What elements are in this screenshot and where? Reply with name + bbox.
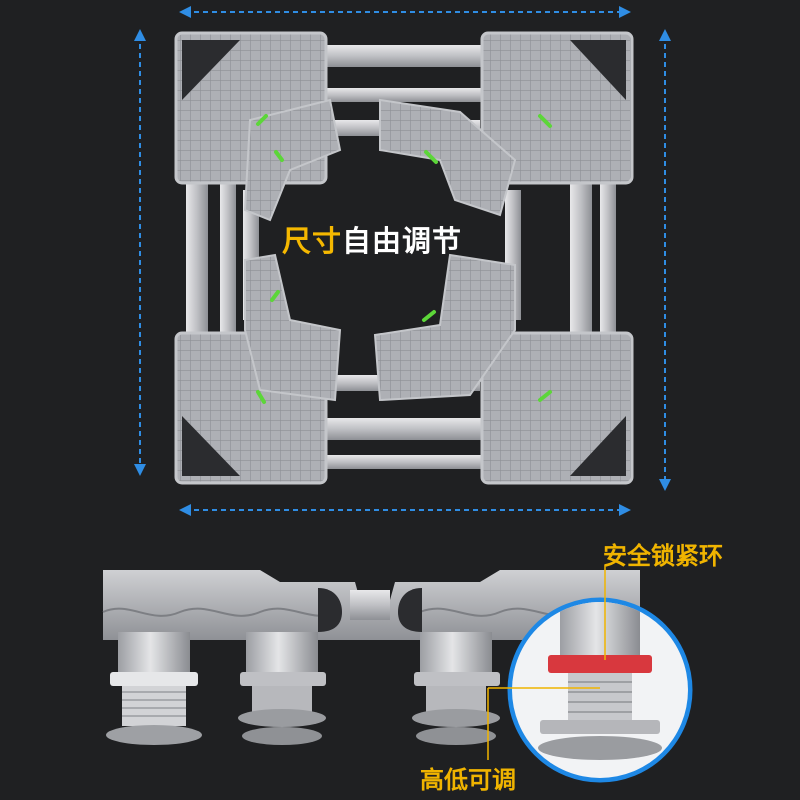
callout-lines <box>487 565 606 760</box>
level-indicators <box>256 114 552 404</box>
leg-2 <box>238 632 326 745</box>
leg-1 <box>106 632 202 745</box>
inner-corner-bottom-left <box>244 253 342 402</box>
title-accent-text: 尺寸 <box>282 224 343 258</box>
lock-ring-callout: 安全锁紧环 <box>603 542 723 570</box>
corner-bottom-right <box>480 331 634 485</box>
corner-brackets <box>174 31 634 485</box>
size-adjust-title: 尺寸自由调节 <box>282 218 462 260</box>
inner-corner-bottom-right <box>373 253 516 402</box>
inner-corner-top-left <box>243 98 342 222</box>
inner-corner-top-right <box>379 98 517 217</box>
leg-3 <box>412 632 500 745</box>
title-main-text: 自由调节 <box>342 224 463 258</box>
dimension-arrows <box>134 6 671 516</box>
magnifier-detail <box>507 597 693 783</box>
height-adjust-callout: 高低可调 <box>420 766 516 794</box>
side-view <box>102 570 640 745</box>
corner-top-right <box>480 31 634 185</box>
